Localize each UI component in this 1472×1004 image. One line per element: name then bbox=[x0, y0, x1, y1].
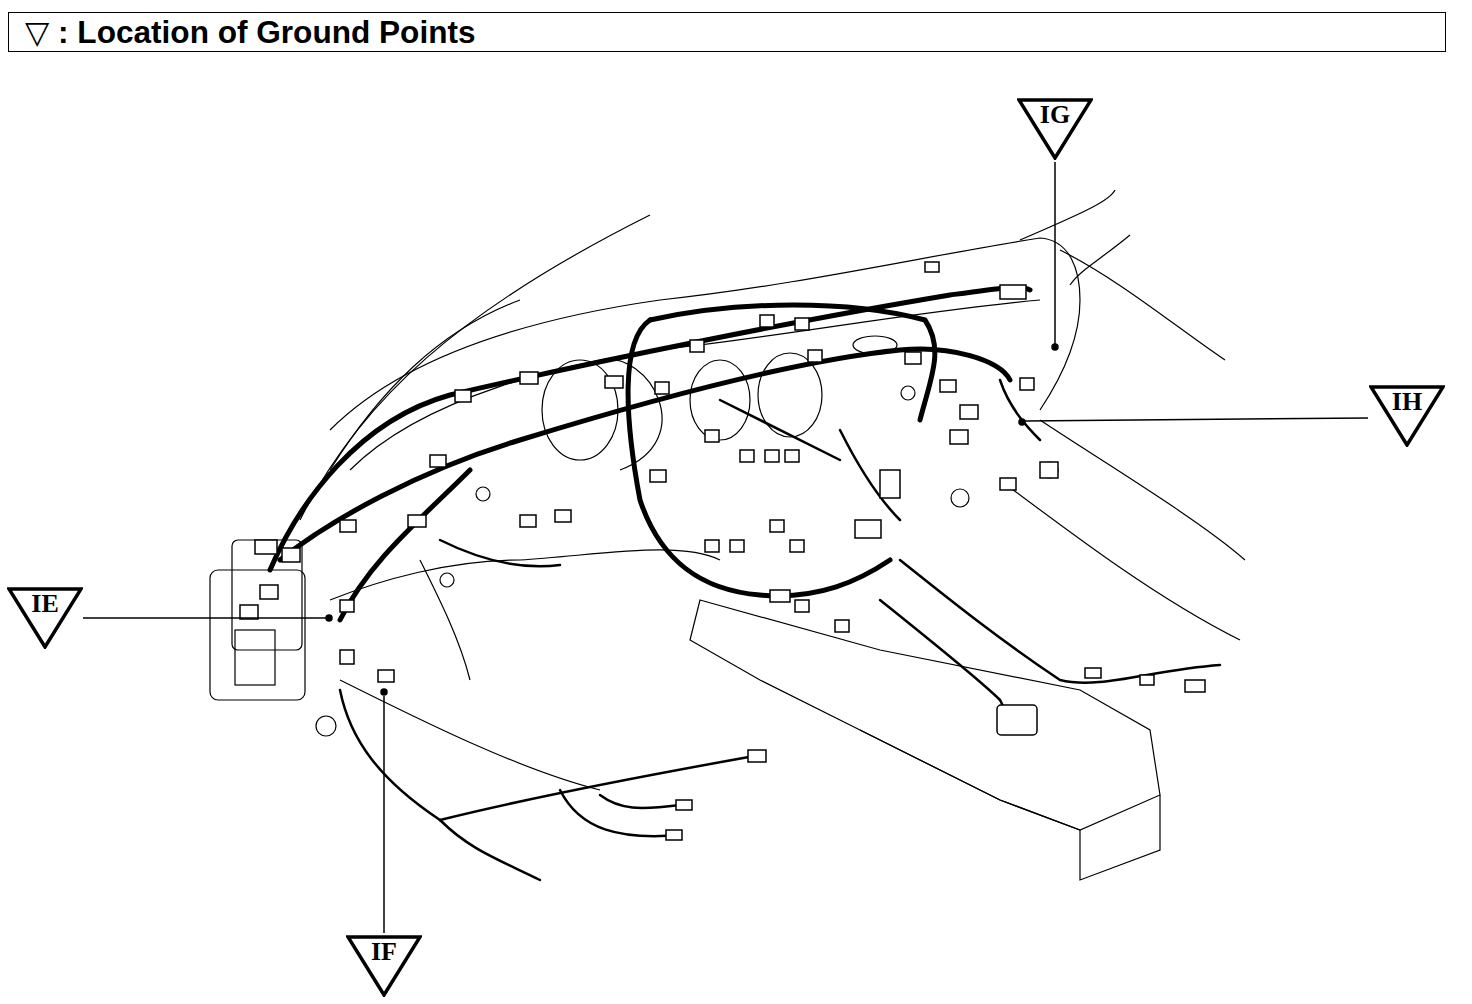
ground-point-code: IH bbox=[1369, 385, 1445, 416]
page-title: ▽ : Location of Ground Points bbox=[9, 13, 1445, 51]
ground-point-triangle: IF bbox=[346, 935, 422, 997]
ground-point-triangle: IE bbox=[7, 587, 83, 649]
ground-point-code: IF bbox=[346, 935, 422, 966]
ground-point-code: IE bbox=[7, 587, 83, 618]
title-bar: ▽ : Location of Ground Points bbox=[8, 12, 1446, 52]
ground-point-triangle: IG bbox=[1017, 98, 1093, 160]
ground-point-triangle: IH bbox=[1369, 385, 1445, 447]
ground-point-code: IG bbox=[1017, 98, 1093, 129]
